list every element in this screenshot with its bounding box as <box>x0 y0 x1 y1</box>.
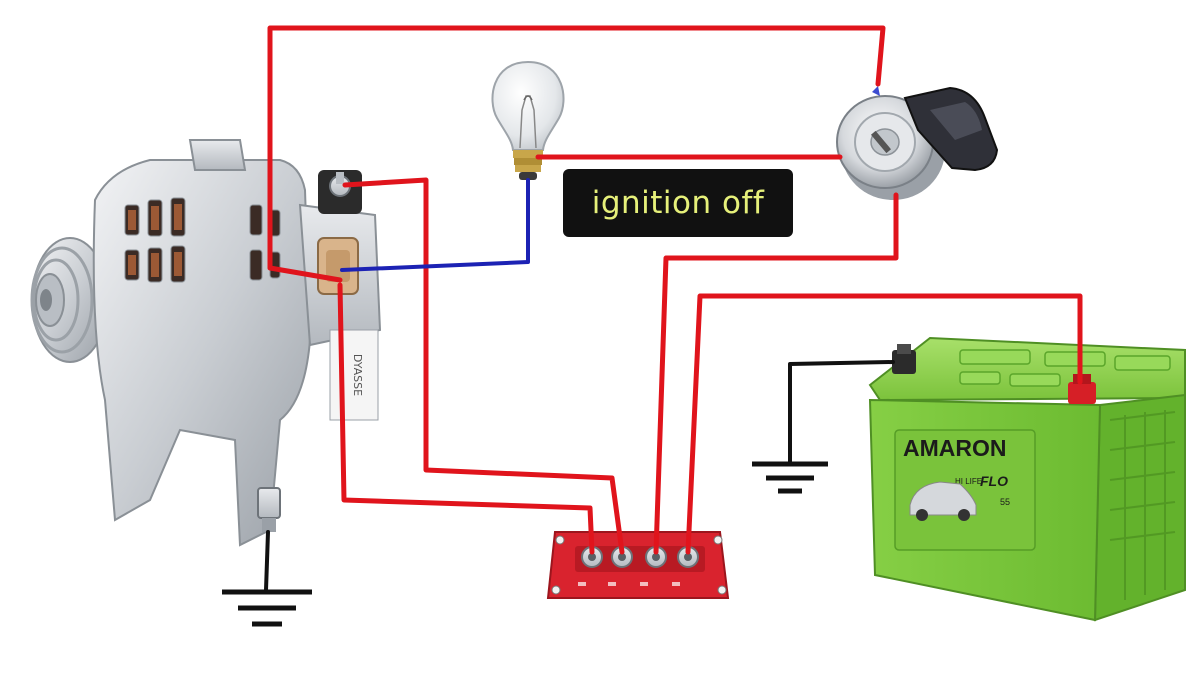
battery-badge: 55 <box>1000 497 1010 507</box>
wire-battery-ground <box>788 360 895 464</box>
wires <box>264 25 1083 592</box>
battery: AMARON HI LIFE FLO 55 <box>868 336 1186 622</box>
battery-model: FLO <box>980 473 1008 489</box>
wire-battery-to-block <box>685 293 1083 555</box>
wire-alternator-ground <box>264 530 270 592</box>
charge-indicator-lamp <box>491 60 565 180</box>
battery-negative-terminal <box>892 344 916 374</box>
wire-switch-to-alternator <box>267 25 886 283</box>
wire-switch-to-block <box>653 192 899 555</box>
alternator-ground-bolt <box>257 487 281 532</box>
battery-model-prefix: HI LIFE <box>955 477 982 486</box>
alternator-label-text: DYASSE <box>351 354 364 396</box>
wire-connector-to-block <box>337 282 595 555</box>
ignition-status-label: ignition off <box>563 169 793 237</box>
alternator-label <box>329 329 379 421</box>
ignition-switch <box>836 86 999 200</box>
alternator: DYASSE <box>30 139 382 547</box>
ground-symbol-alternator <box>222 589 312 627</box>
wire-bplus-to-block <box>342 177 625 555</box>
ground-symbol-battery <box>752 461 828 494</box>
battery-brand: AMARON <box>903 435 1007 461</box>
alternator-b-plus-terminal <box>318 170 362 214</box>
alternator-pulley <box>30 237 109 363</box>
wire-lamp-signal <box>340 178 530 272</box>
terminal-block <box>546 531 730 599</box>
battery-car-image <box>909 481 977 521</box>
